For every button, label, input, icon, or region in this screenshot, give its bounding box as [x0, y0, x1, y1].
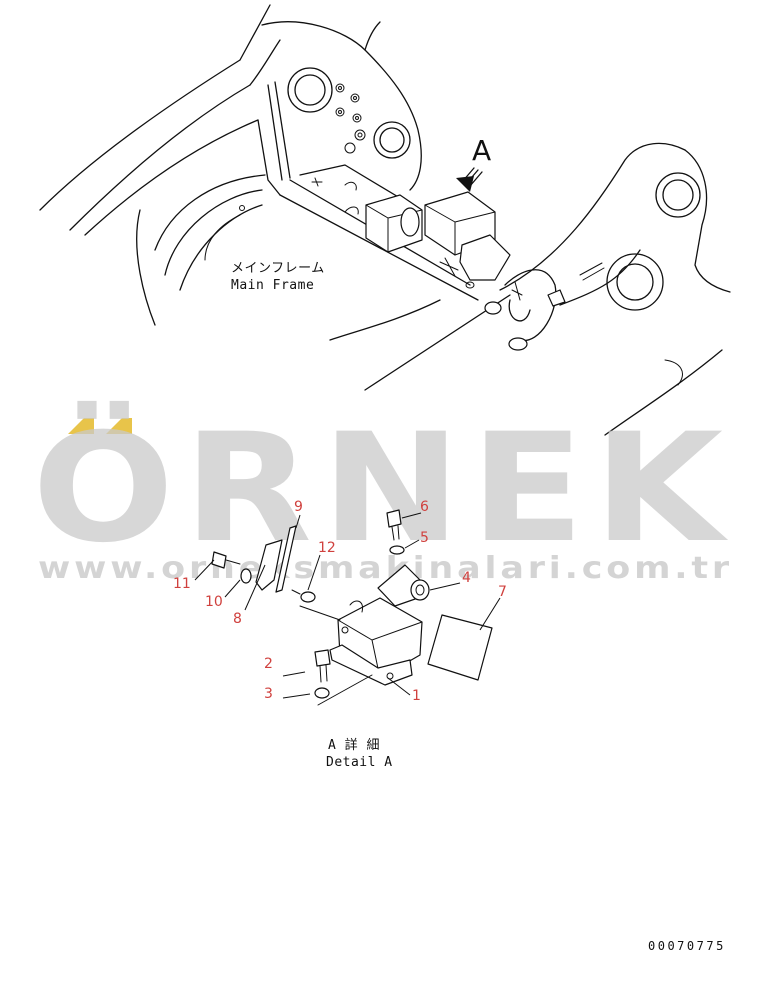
callout-2: 2 [264, 656, 273, 672]
callout-11: 11 [173, 576, 191, 592]
callout-12: 12 [318, 540, 336, 556]
callout-5: 5 [420, 530, 429, 546]
part-11-bolt [211, 551, 227, 569]
callout-7: 7 [498, 584, 507, 600]
callout-4: 4 [462, 570, 471, 586]
part-9-strap [275, 525, 297, 593]
callout-3: 3 [264, 686, 273, 702]
detail-label-en: Detail A [326, 755, 393, 770]
main-frame-label-jp: メインフレーム [231, 261, 325, 276]
watermark-accent-right [106, 418, 132, 434]
watermark-url: www.orneksmakinalari.com.tr [38, 551, 733, 586]
watermark: ÖRNEK www.orneksmakinalari.com.tr [32, 400, 733, 586]
view-arrow-icon [456, 167, 483, 192]
part-3-washer [314, 687, 330, 699]
callout-6: 6 [420, 499, 429, 515]
detail-label-jp: A 詳 細 [328, 737, 380, 753]
part-12-bolt [300, 591, 316, 603]
part-7-plate [427, 614, 493, 681]
callout-8: 8 [233, 611, 242, 627]
drawing-number: 00070775 [648, 939, 726, 953]
part-5-washer [389, 545, 405, 555]
callout-10: 10 [205, 594, 223, 610]
callout-9: 9 [294, 499, 303, 515]
part-2-bolt [314, 649, 331, 667]
watermark-brand: ÖRNEK [32, 400, 732, 576]
view-arrow-label: A [472, 134, 491, 167]
detail-a-drawing: 1 2 3 4 5 6 7 8 9 10 11 12 A 詳 細 Detail … [173, 499, 507, 770]
part-10-washer [240, 568, 252, 584]
callout-1: 1 [412, 688, 421, 704]
part-8-clamp [255, 539, 283, 591]
watermark-accent-left [68, 418, 94, 434]
main-frame-drawing: メインフレーム Main Frame A [39, 4, 731, 436]
part-6-bolt [386, 509, 402, 528]
main-frame-label-en: Main Frame [231, 278, 314, 293]
